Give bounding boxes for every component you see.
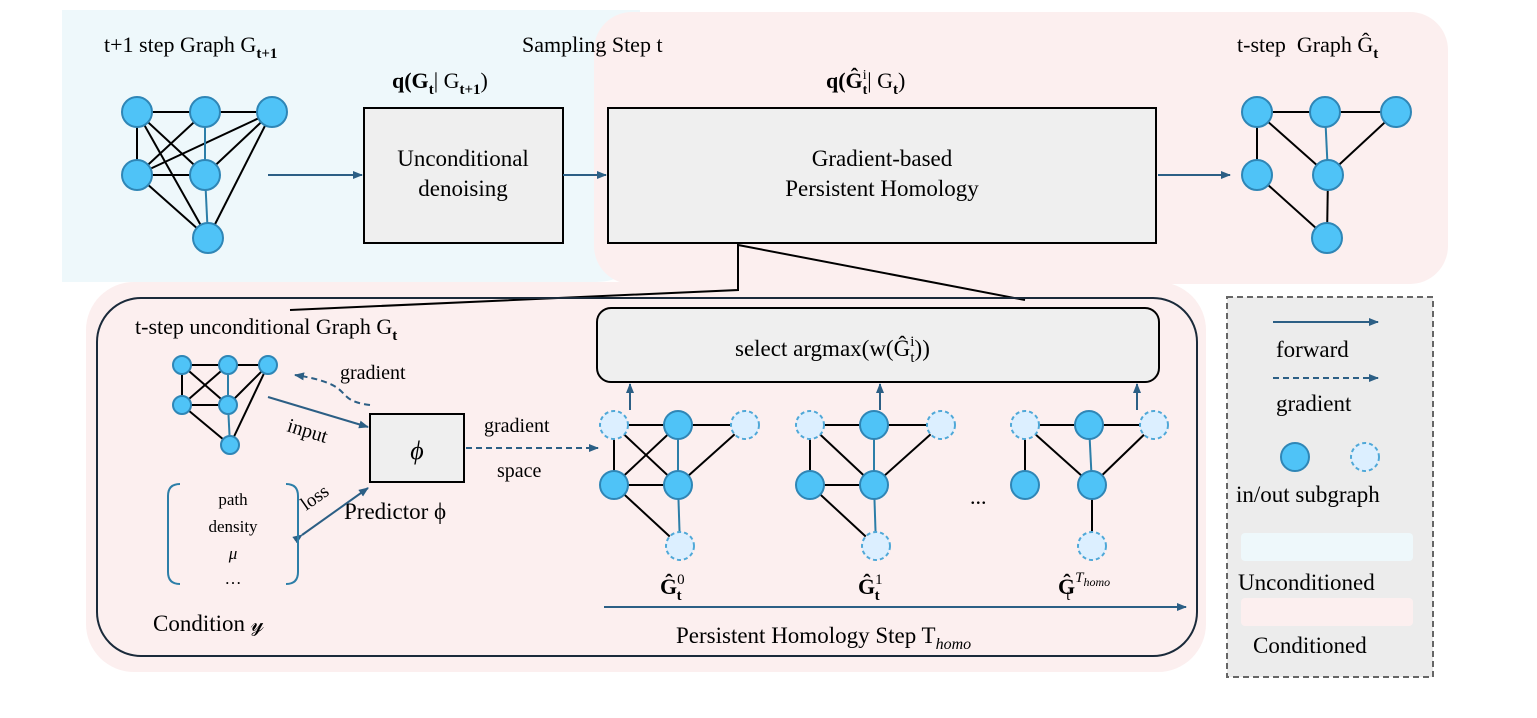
box2-line1: Gradient-based [812,146,953,171]
gradient-ph-box [607,107,1157,244]
condition-label: Condition 𝓎 [153,611,264,636]
graph-g1-nodes [795,410,956,561]
legend-forward-label: forward [1276,337,1349,362]
out-graph-nodes [1241,96,1412,254]
ph-step-label: Persistent Homology Step Thomo [676,623,971,653]
loss-arrow [292,487,369,544]
zoom-callout-lines [289,243,1026,311]
predictor-label: Predictor ϕ [344,499,446,524]
legend-subgraph-label: in/out subgraph [1236,482,1380,507]
uncond-graph-nodes [172,355,278,455]
graph-gT-nodes [1010,410,1169,561]
unconditional-denoising-box [363,107,564,244]
gradient-space-line2: space [497,460,542,482]
detail-panel [96,297,1198,657]
condition-item-mu: μ [228,544,238,563]
prev-graph-nodes [121,96,288,254]
select-argmax-box [596,307,1160,383]
uncond-graph-label: t-step unconditional Graph Gt [135,314,397,344]
condition-bracket-right [285,483,299,585]
condition-bracket-left [167,483,181,585]
legend-conditioned-swatch [1241,598,1413,626]
condition-item-more: … [225,569,242,588]
predictor-symbol: ϕ [410,436,423,465]
input-arrow [267,396,369,429]
legend-unconditioned-label: Unconditioned [1238,570,1375,595]
box1-line2: denoising [418,176,508,201]
out-graph-label: t-step Graph Ĝt [1237,32,1378,62]
legend-gradient-label: gradient [1276,391,1352,416]
graph-g0-nodes [599,410,760,561]
prev-graph-label: t+1 step Graph Gt+1 [104,32,277,62]
legend-out-node-icon [1350,442,1380,472]
box1-line1: Unconditional [397,146,529,171]
condition-item-density: density [208,517,258,536]
gradient-space-line1: gradient [484,415,550,437]
sampling-step-label: Sampling Step t [522,32,663,57]
gradient-feedback-arrow [294,372,371,406]
box2-line2: Persistent Homology [785,176,979,201]
condition-item-path: path [218,490,248,509]
legend-conditioned-label: Conditioned [1253,633,1367,658]
legend-unconditioned-swatch [1241,533,1413,561]
ellipsis: ... [970,484,987,509]
q-uncond-label: q(Gt| Gt+1) [392,68,488,98]
predictor-box [369,413,465,483]
gradient-label: gradient [340,362,406,384]
legend-in-node-icon [1280,442,1310,472]
